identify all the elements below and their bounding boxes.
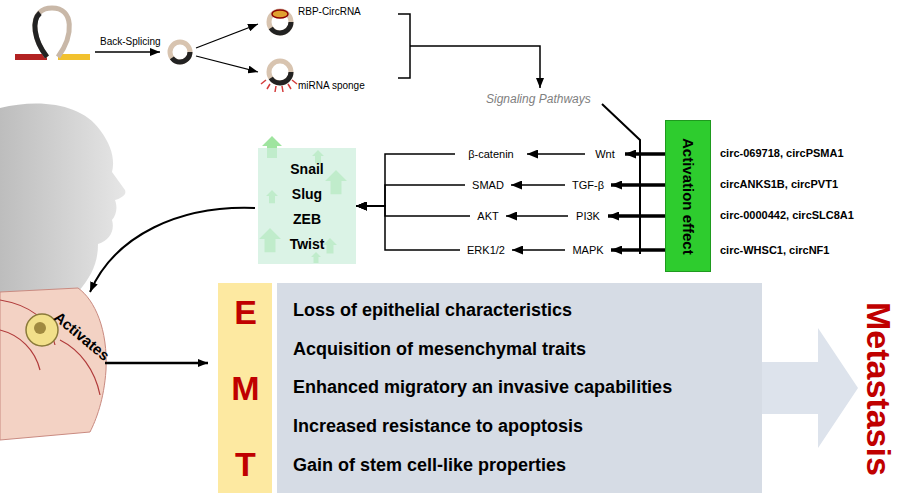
connector-arrow <box>625 152 665 156</box>
circrna-ring <box>170 42 190 62</box>
node-text: Acquisition of mesenchymal traits <box>293 339 746 360</box>
effector-label: ERK1/2 <box>460 242 512 258</box>
connector-arrow <box>608 214 665 218</box>
node-text: SMAD <box>472 179 504 191</box>
node-text: Increased resistance to apoptosis <box>293 416 746 437</box>
annotation-label: circ-WHSC1, circNF1 <box>720 244 829 256</box>
pathway-label: TGF-β <box>565 177 611 193</box>
connector-arrow <box>512 249 565 251</box>
connector-arrow <box>611 248 665 252</box>
transcription-factor-box: SnailSlugZEB Twist <box>258 148 356 264</box>
branch-arrow <box>196 56 258 72</box>
circrna-ring <box>170 42 190 62</box>
node-text: Wnt <box>595 148 615 160</box>
connector-arrow <box>527 153 585 155</box>
emt-box: E M T <box>218 283 272 493</box>
feature-box: Loss of epithelial characteristicsAcquis… <box>277 283 762 493</box>
rbp-blob <box>272 10 288 18</box>
node-text: ZEB <box>293 211 321 227</box>
connector-arrow <box>356 185 465 206</box>
outcome-label: Metastasis <box>858 283 898 495</box>
node-text: Activation effect <box>680 138 697 255</box>
process-arrow <box>95 51 160 53</box>
node-text: Loss of epithelial characteristics <box>293 300 746 321</box>
node-text: Gain of stem cell-like properties <box>293 455 746 476</box>
circrna-ring <box>269 11 291 33</box>
node-text: Snail <box>290 161 323 177</box>
node-text: ERK1/2 <box>467 244 505 256</box>
connector-arrow <box>511 184 565 186</box>
activation-box: Activation effect <box>665 120 711 272</box>
node-text: Slug <box>292 186 322 202</box>
effector-label: AKT <box>470 208 506 224</box>
node-text: TGF-β <box>572 179 604 191</box>
node-text: Twist <box>290 236 325 252</box>
annotation-label: circANKS1B, circPVT1 <box>720 178 838 190</box>
connector-arrow <box>356 206 460 250</box>
annotation-label: miRNA sponge <box>298 80 365 91</box>
annotation-label: Back-Splicing <box>100 36 161 47</box>
pathway-label: Wnt <box>585 146 625 162</box>
connector-arrow <box>762 328 858 448</box>
merge-bracket <box>398 14 410 78</box>
annotation-label: circ-0000442, circSLC8A1 <box>720 209 854 221</box>
activation-arrow <box>90 208 255 292</box>
node-text: Metastasis <box>859 302 898 476</box>
annotation-label: circ-069718, circPSMA1 <box>720 147 844 159</box>
connector-arrow <box>611 183 665 187</box>
exon-bar <box>58 54 90 60</box>
annotation-label: Signaling Pathways <box>486 92 591 106</box>
node-text: PI3K <box>576 210 600 222</box>
circrna-ring <box>269 61 291 83</box>
merge-arrow <box>410 46 540 88</box>
intron-loop <box>35 8 70 57</box>
connector-arrow <box>506 215 568 217</box>
node-text: E M T <box>226 293 265 483</box>
effector-label: β-catenin <box>455 146 527 162</box>
connector-arrow <box>356 154 455 206</box>
exon-bar <box>15 54 47 60</box>
node-text: AKT <box>477 210 498 222</box>
annotation-label: RBP-CircRNA <box>298 6 361 17</box>
activation-arrow <box>105 362 208 365</box>
node-text: MAPK <box>572 244 603 256</box>
woman-silhouette <box>0 103 125 300</box>
pathway-label: MAPK <box>565 242 611 258</box>
node-text: Enhanced migratory an invasive capabilit… <box>293 377 746 398</box>
branch-arrow <box>196 24 258 48</box>
node-text: β-catenin <box>468 148 513 160</box>
circrna-ring <box>269 11 291 33</box>
pathway-line <box>602 104 640 254</box>
mirna-marks <box>261 80 297 92</box>
pathway-label: PI3K <box>568 208 608 224</box>
breast-anatomy <box>0 288 106 440</box>
circrna-ring <box>269 61 291 83</box>
effector-label: SMAD <box>465 177 511 193</box>
intron-loop <box>35 13 47 57</box>
connector-arrow <box>356 206 470 216</box>
tumor-core <box>34 322 46 334</box>
